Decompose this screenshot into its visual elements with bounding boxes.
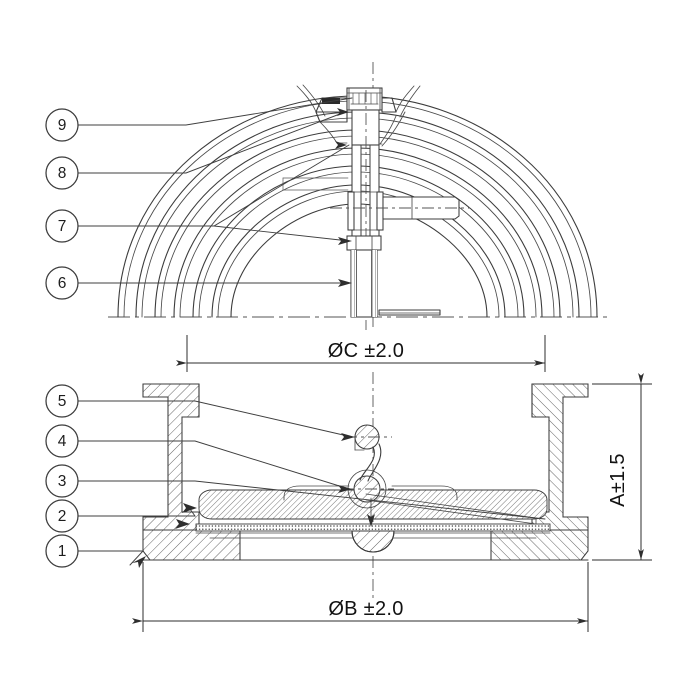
stem-assembly [282,90,470,330]
balloon-7[interactable]: 7 [45,209,79,243]
balloon-8[interactable]: 8 [45,156,79,190]
balloon-5[interactable]: 5 [45,384,79,418]
balloon-7-label: 7 [58,218,67,235]
balloon-4[interactable]: 4 [45,424,79,458]
dim-diameter-b-group: ØB ±2.0 [132,562,589,632]
balloon-1[interactable]: 1 [45,534,79,568]
center-boss [351,530,395,553]
cover-plate-ridges [283,485,458,501]
balloon-1-label: 1 [58,543,67,560]
balloon-9-label: 9 [58,117,67,134]
balloon-3[interactable]: 3 [45,464,79,498]
balloon-4-circle[interactable] [45,424,79,458]
apex-bolt-head [346,87,383,111]
balloon-callout-layer: 9 8 7 6 5 4 3 2 1 [45,108,79,568]
balloon-6[interactable]: 6 [45,266,79,300]
balloon-2-circle[interactable] [45,499,79,533]
right-flange-foot-section [490,529,589,561]
dim-c-label: ØC ±2.0 [328,340,404,362]
linkage-assembly [342,424,537,527]
balloon-3-label: 3 [58,473,67,490]
balloon-9-circle[interactable] [45,108,79,142]
lower-leader-lines [77,400,546,568]
dim-diameter-c-group: ØC ±2.0 [176,335,546,372]
lower-view-group [77,372,589,600]
balloon-4-label: 4 [58,433,67,450]
balloon-5-circle[interactable] [45,384,79,418]
dome-crown-detail [296,84,421,147]
upper-leader-lines [77,97,353,287]
balloon-7-circle[interactable] [45,209,79,243]
flange-outlines [142,383,589,561]
balloon-1-circle[interactable] [45,534,79,568]
balloon-5-label: 5 [58,393,67,410]
dim-b-label: ØB ±2.0 [328,598,403,620]
cover-plate-section [198,489,548,520]
balloon-2[interactable]: 2 [45,499,79,533]
balloon-6-circle[interactable] [45,266,79,300]
balloon-6-label: 6 [58,275,67,292]
balloon-8-circle[interactable] [45,156,79,190]
balloon-9[interactable]: 9 [45,108,79,142]
dim-a-label: A±1.5 [607,453,629,507]
balloon-3-circle[interactable] [45,464,79,498]
gasket-strip-section [195,523,551,532]
upper-view-group [77,62,608,330]
balloon-2-label: 2 [58,508,67,525]
left-flange-foot-section [142,529,241,561]
dim-height-a-group: A±1.5 [592,373,652,561]
balloon-8-label: 8 [58,165,67,182]
